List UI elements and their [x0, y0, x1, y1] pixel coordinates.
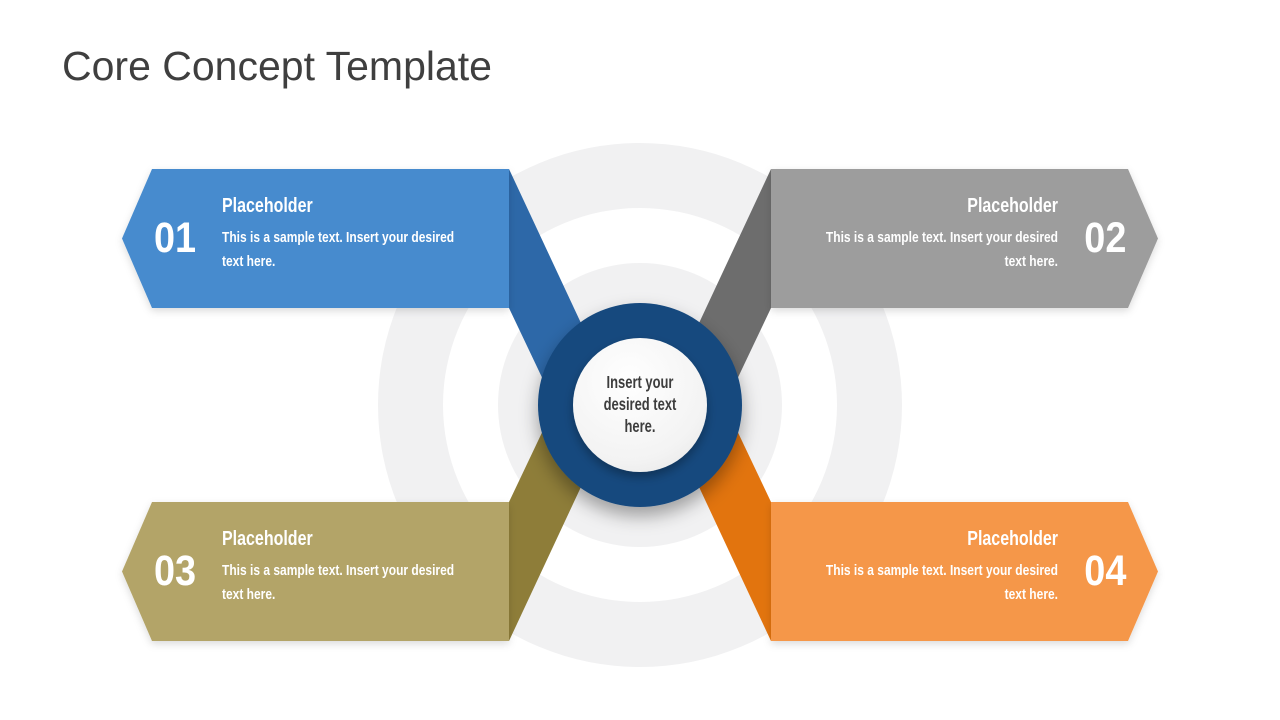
banner-04-text: Placeholder This is a sample text. Inser… [818, 526, 1058, 606]
banner-01[interactable]: 01 Placeholder This is a sample text. In… [152, 169, 509, 308]
banner-03-body: This is a sample text. Insert your desir… [222, 562, 455, 603]
banner-02-shape [771, 169, 1158, 308]
banner-01-body: This is a sample text. Insert your desir… [222, 229, 455, 270]
banner-01-heading: Placeholder [222, 195, 313, 217]
banner-02-body: This is a sample text. Insert your desir… [825, 229, 1058, 270]
banner-04-heading: Placeholder [967, 528, 1058, 550]
banner-03-shape [122, 502, 509, 641]
banner-01-shape [122, 169, 509, 308]
banner-04-shape [771, 502, 1158, 641]
banner-03-heading: Placeholder [222, 528, 313, 550]
banner-03-text: Placeholder This is a sample text. Inser… [222, 526, 462, 606]
banner-01-number: 01 [154, 214, 197, 262]
banner-02-heading: Placeholder [967, 195, 1058, 217]
center-hub-text: Insert your desired text here. [603, 372, 677, 436]
banner-02-number: 02 [1084, 214, 1127, 262]
hub-inner-circle [573, 338, 707, 472]
banner-04-number: 04 [1084, 547, 1127, 595]
slide-title[interactable]: Core Concept Template [62, 43, 492, 89]
banner-03-number: 03 [154, 547, 197, 595]
banner-04[interactable]: 04 Placeholder This is a sample text. In… [771, 502, 1128, 641]
banner-02-text: Placeholder This is a sample text. Inser… [818, 193, 1058, 273]
banner-03[interactable]: 03 Placeholder This is a sample text. In… [152, 502, 509, 641]
banner-01-text: Placeholder This is a sample text. Inser… [222, 193, 462, 273]
banner-02[interactable]: 02 Placeholder This is a sample text. In… [771, 169, 1128, 308]
banner-04-body: This is a sample text. Insert your desir… [825, 562, 1058, 603]
